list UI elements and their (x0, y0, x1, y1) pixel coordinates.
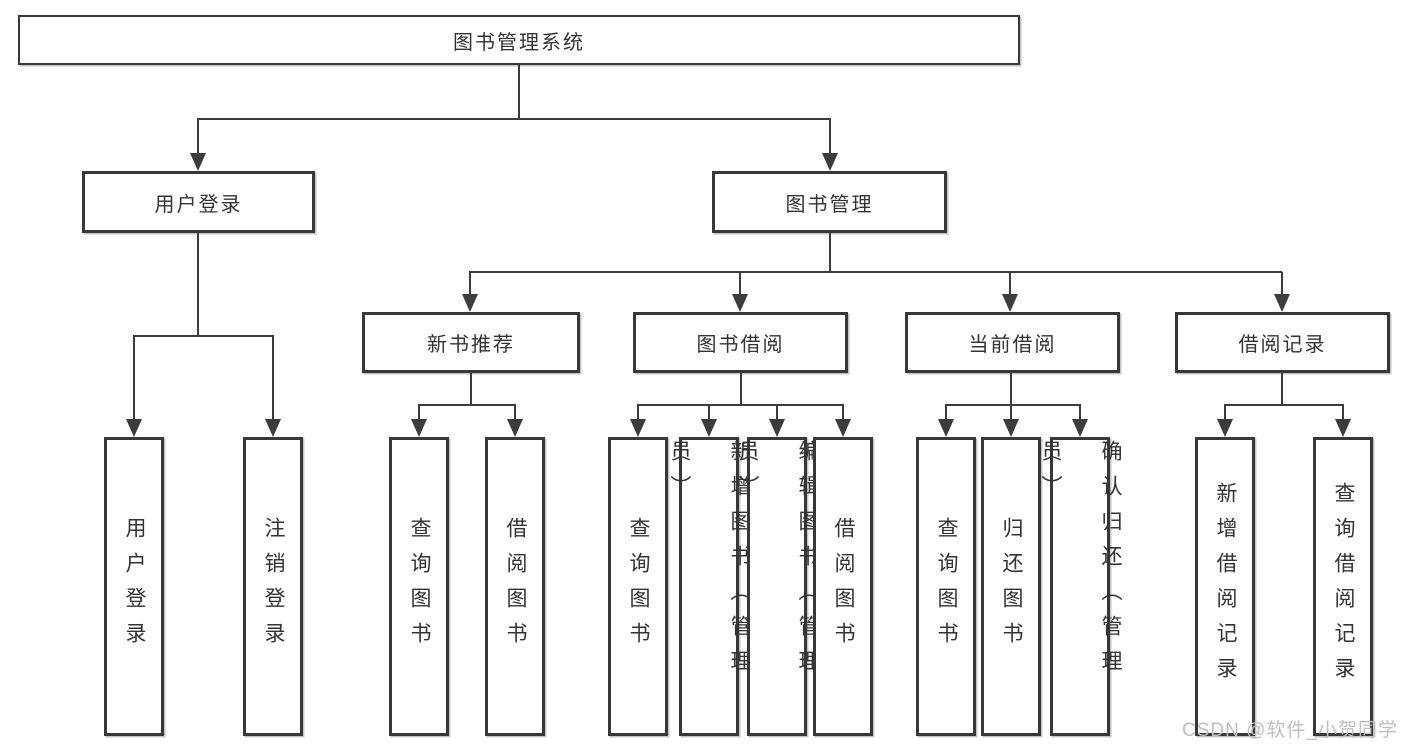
leaf-bb-borrow-books: 借阅图书 (813, 437, 873, 736)
connector-stem-user-login (197, 233, 199, 337)
connector-drop (1009, 272, 1011, 298)
connector-drop (1079, 405, 1081, 424)
node-new-book-recommend: 新书推荐 (362, 312, 580, 373)
connector-drop (708, 405, 710, 424)
leaf-cb-query-books: 查询图书 (916, 437, 976, 736)
arrow-down-icon (411, 419, 427, 437)
arrow-down-icon (822, 153, 838, 171)
arrow-down-icon (1217, 419, 1233, 437)
leaf-cb-confirm-return-admin: 确认归还（管理员） (1039, 437, 1122, 736)
connector-branch-current-borrow (945, 404, 1081, 406)
connector-drop (1010, 405, 1012, 424)
connector-stem-book-borrow (740, 373, 742, 406)
connector-drop (1342, 405, 1344, 424)
node-current-borrowing: 当前借阅 (905, 312, 1120, 373)
leaf-cb-return-books: 归还图书 (981, 437, 1041, 736)
connector-stem-borrow-records (1281, 373, 1283, 406)
arrow-down-icon (265, 419, 281, 437)
leaf-bb-edit-books-admin: 编辑图书（管理员） (736, 437, 819, 736)
arrow-down-icon (769, 419, 785, 437)
arrow-down-icon (630, 419, 646, 437)
connector-branch-user-login (133, 335, 274, 337)
leaf-user-login: 用户登录 (104, 437, 164, 736)
leaf-br-query-record: 查询借阅记录 (1313, 437, 1373, 736)
connector-branch-borrow-records (1224, 404, 1344, 406)
connector-drop (272, 336, 274, 424)
arrow-down-icon (1072, 419, 1088, 437)
connector-branch-new-book-rec (418, 404, 516, 406)
connector-drop (776, 405, 778, 424)
connector-drop (197, 119, 199, 158)
arrow-down-icon (732, 294, 748, 312)
connector-stem-new-book-rec (470, 373, 472, 406)
arrow-down-icon (835, 419, 851, 437)
node-book-borrowing: 图书借阅 (633, 312, 848, 373)
leaf-bb-query-books: 查询图书 (608, 437, 668, 736)
connector-branch-book-mgmt (469, 271, 1282, 273)
connector-drop (1224, 405, 1226, 424)
arrow-down-icon (126, 419, 142, 437)
connector-drop (514, 405, 516, 424)
connector-drop (829, 119, 831, 158)
arrow-down-icon (507, 419, 523, 437)
connector-drop (469, 272, 471, 298)
leaf-logout: 注销登录 (243, 437, 303, 736)
connector-drop (945, 405, 947, 424)
connector-stem-root (518, 65, 520, 120)
arrow-down-icon (938, 419, 954, 437)
leaf-rec-borrow-books: 借阅图书 (485, 437, 545, 736)
connector-drop (418, 405, 420, 424)
connector-drop (739, 272, 741, 298)
node-book-management: 图书管理 (712, 171, 947, 233)
csdn-watermark: CSDN @软件_小贺同学 (1182, 720, 1398, 741)
connector-stem-book-mgmt (829, 233, 831, 273)
connector-drop (637, 405, 639, 424)
connector-stem-current-borrow (1010, 373, 1012, 406)
node-library-management-system: 图书管理系统 (18, 15, 1020, 65)
connector-branch-book-borrow (637, 404, 844, 406)
node-user-login: 用户登录 (82, 171, 315, 233)
leaf-rec-query-books: 查询图书 (389, 437, 449, 736)
leaf-br-add-record: 新增借阅记录 (1195, 437, 1255, 736)
connector-branch-root (197, 118, 831, 120)
arrow-down-icon (190, 153, 206, 171)
node-borrowing-records: 借阅记录 (1175, 312, 1390, 373)
arrow-down-icon (1003, 419, 1019, 437)
arrow-down-icon (701, 419, 717, 437)
connector-drop (1281, 272, 1283, 298)
arrow-down-icon (462, 294, 478, 312)
connector-drop (842, 405, 844, 424)
arrow-down-icon (1335, 419, 1351, 437)
arrow-down-icon (1002, 294, 1018, 312)
arrow-down-icon (1274, 294, 1290, 312)
connector-drop (133, 336, 135, 424)
